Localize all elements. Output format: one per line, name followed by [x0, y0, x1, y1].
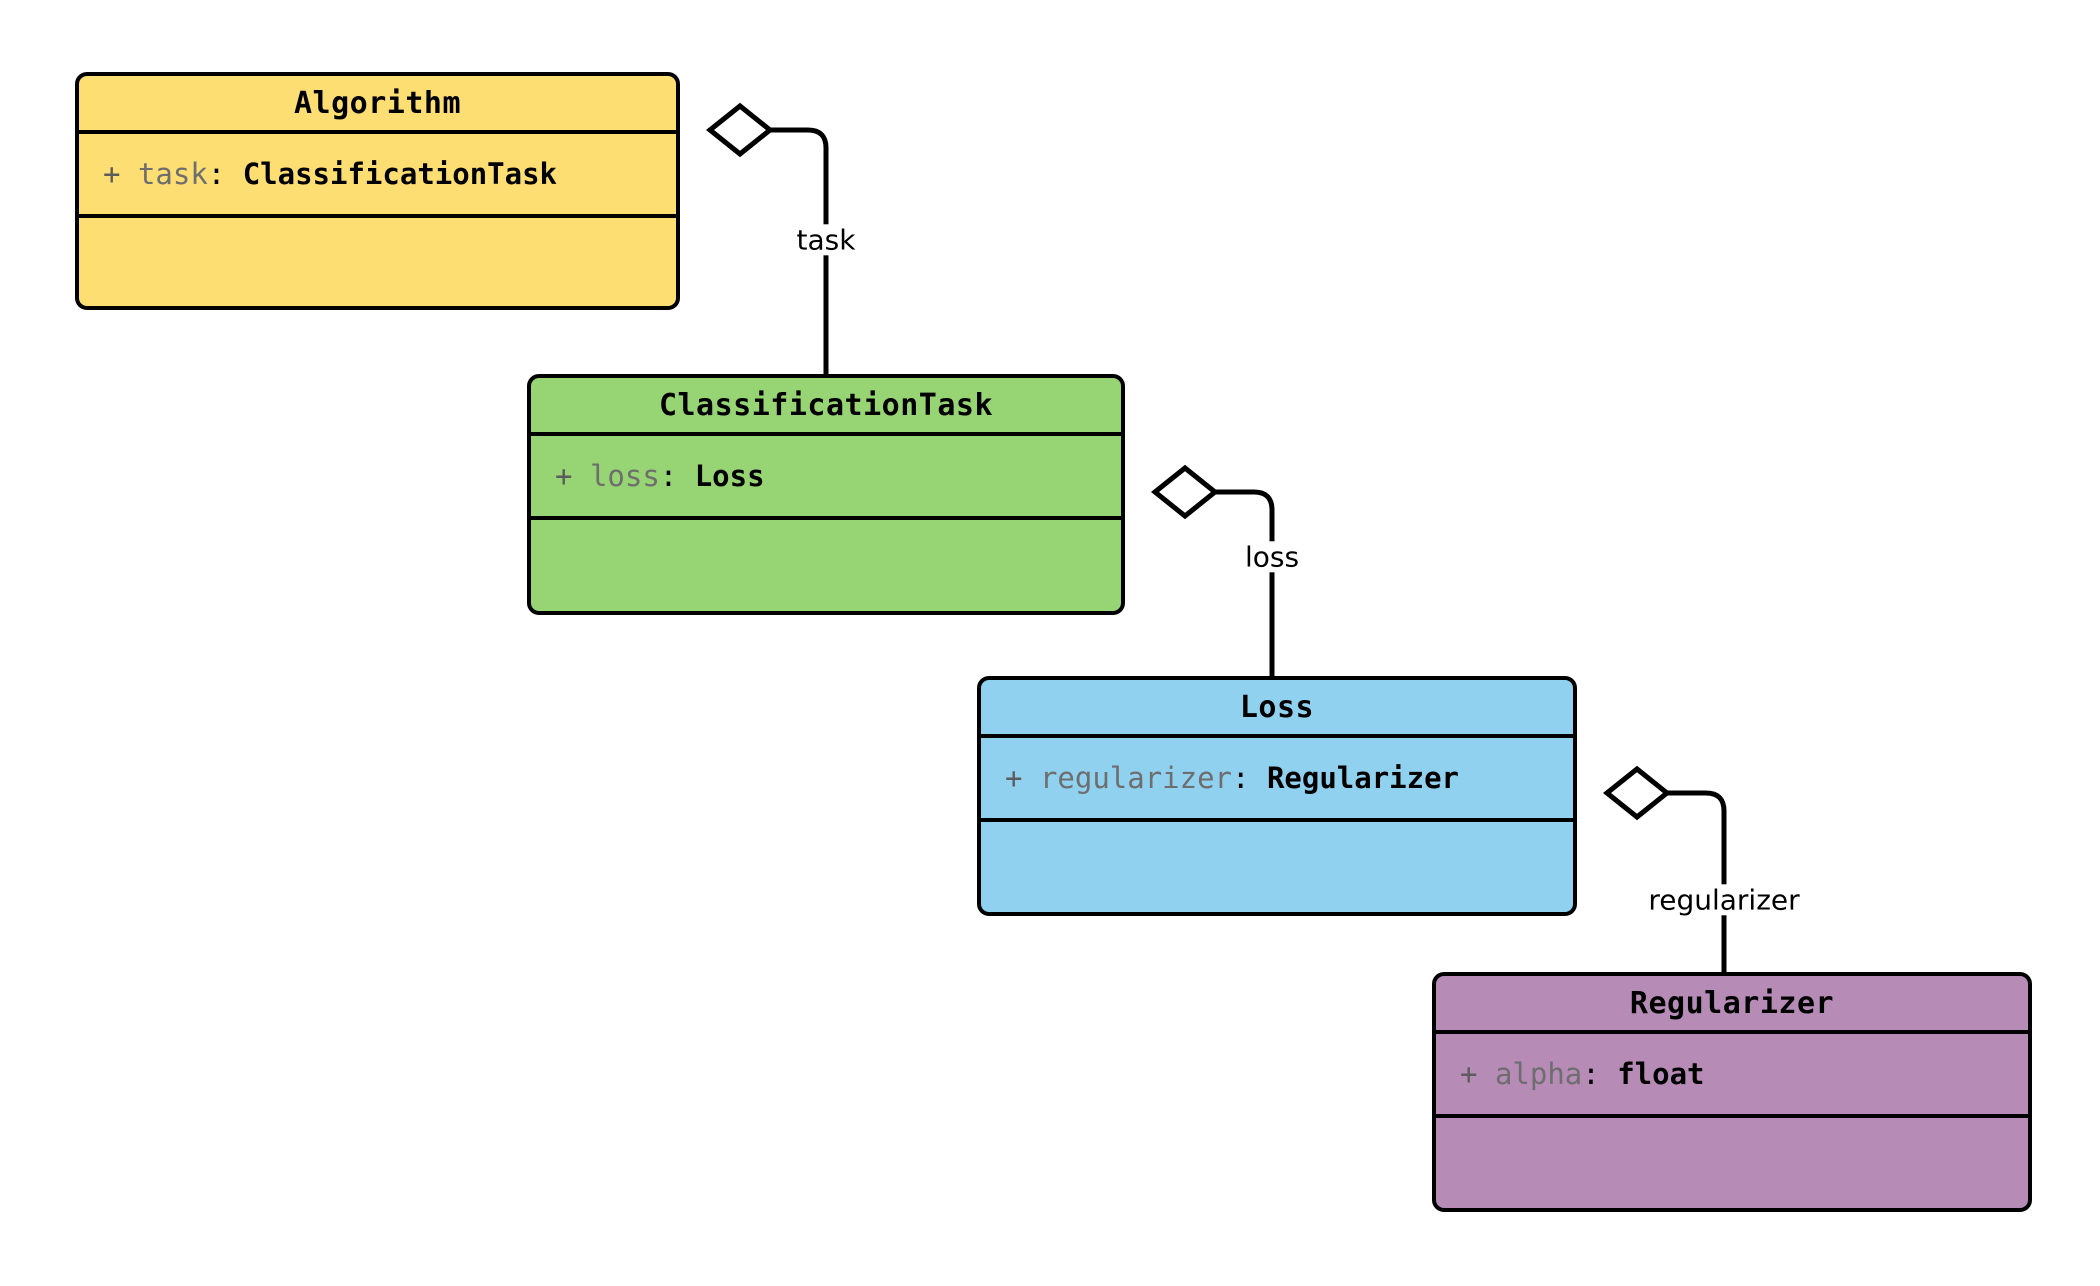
class-methods-algorithm — [79, 218, 676, 306]
class-methods-classificationtask — [531, 520, 1121, 611]
class-attributes-algorithm: + task: ClassificationTask — [79, 134, 676, 218]
class-attributes-regularizer: + alpha: float — [1436, 1034, 2028, 1118]
aggregation-diamond-loss-regularizer — [1602, 765, 1672, 821]
attribute-type: float — [1617, 1057, 1705, 1091]
relationship-label-algorithm-task: task — [791, 224, 861, 256]
attribute-name: task — [137, 157, 208, 191]
class-name-loss: Loss — [981, 680, 1573, 738]
relationship-label-loss-regularizer: regularizer — [1643, 884, 1805, 916]
attribute-name: regularizer — [1039, 761, 1232, 795]
aggregation-diamond-classificationtask-loss — [1150, 464, 1220, 520]
attribute-type: Regularizer — [1266, 761, 1459, 795]
attribute-type: ClassificationTask — [242, 157, 557, 191]
attribute-separator: : — [1582, 1057, 1600, 1091]
attribute-name: alpha — [1494, 1057, 1583, 1091]
attribute-name: loss — [589, 459, 660, 493]
class-name-regularizer: Regularizer — [1436, 976, 2028, 1034]
attribute-visibility: + — [103, 157, 121, 191]
class-methods-loss — [981, 822, 1573, 912]
class-attributes-classificationtask: + loss: Loss — [531, 436, 1121, 520]
uml-class-regularizer[interactable]: Regularizer + alpha: float — [1432, 972, 2032, 1212]
attribute-visibility: + — [1005, 761, 1023, 795]
class-name-classificationtask: ClassificationTask — [531, 378, 1121, 436]
relationship-line-classificationtask-loss — [1215, 489, 1275, 676]
uml-class-classificationtask[interactable]: ClassificationTask + loss: Loss — [527, 374, 1125, 615]
attribute-separator: : — [659, 459, 678, 493]
attribute-visibility: + — [1460, 1057, 1478, 1091]
attribute-separator: : — [207, 157, 226, 191]
attribute-separator: : — [1232, 761, 1250, 795]
class-name-algorithm: Algorithm — [79, 76, 676, 134]
attribute-type: Loss — [694, 459, 765, 493]
class-methods-regularizer — [1436, 1118, 2028, 1208]
uml-class-algorithm[interactable]: Algorithm + task: ClassificationTask — [75, 72, 680, 310]
attribute-visibility: + — [555, 459, 573, 493]
class-attributes-loss: + regularizer: Regularizer — [981, 738, 1573, 822]
aggregation-diamond-algorithm-task — [705, 102, 775, 158]
relationship-label-classificationtask-loss: loss — [1239, 541, 1305, 573]
uml-class-loss[interactable]: Loss + regularizer: Regularizer — [977, 676, 1577, 916]
